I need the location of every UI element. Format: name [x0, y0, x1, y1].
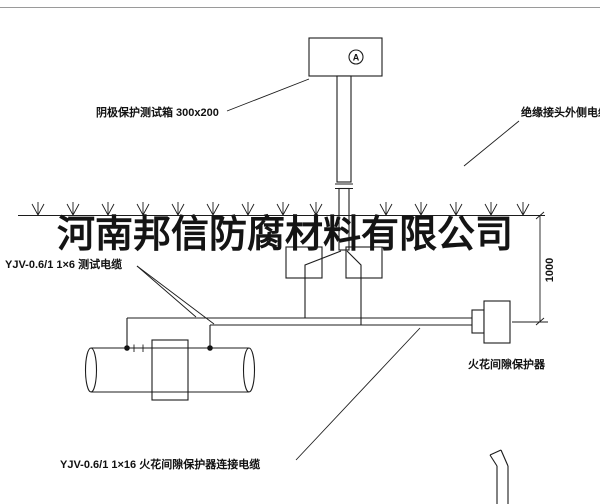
pipe-end-left [84, 347, 98, 393]
leader-test-cable-2 [136, 265, 215, 325]
pipe-end-right [242, 347, 256, 393]
dim-text-1000: 1000 [544, 258, 556, 282]
label-test-box: 阴极保护测试箱 300x200 [96, 105, 219, 119]
dim-tick-bottom [535, 317, 545, 326]
spark-protector-body [483, 300, 511, 344]
label-outer-cable: 绝缘接头外侧电缆 [521, 105, 600, 119]
riser-conduit-upper [336, 75, 352, 183]
concrete-block-left [285, 246, 323, 279]
vent-pipe-detail [489, 449, 509, 504]
leader-test-box [226, 78, 310, 112]
cable-left-drop [304, 250, 342, 318]
ammeter-letter: A [353, 53, 360, 63]
spark-protector-stem [471, 309, 485, 334]
ground-hatch-marks [31, 201, 530, 216]
leader-spark-cable [295, 327, 421, 461]
insulating-flange [151, 339, 189, 401]
leader-outer-cable [463, 120, 520, 167]
leader-test-cable-1 [136, 265, 197, 318]
cable-right-drop [346, 250, 362, 325]
label-test-cable: YJV-0.6/1 1×6 测试电缆 [5, 257, 122, 271]
label-spark-cable: YJV-0.6/1 1×16 火花间隙保护器连接电缆 [60, 457, 260, 471]
test-box [308, 37, 383, 77]
dim-tick-top [535, 211, 545, 220]
riser-conduit-lower [338, 187, 350, 251]
concrete-block-right [345, 246, 383, 279]
label-spark-protector: 火花间隙保护器 [468, 357, 546, 371]
ammeter-circle-icon [348, 49, 364, 65]
